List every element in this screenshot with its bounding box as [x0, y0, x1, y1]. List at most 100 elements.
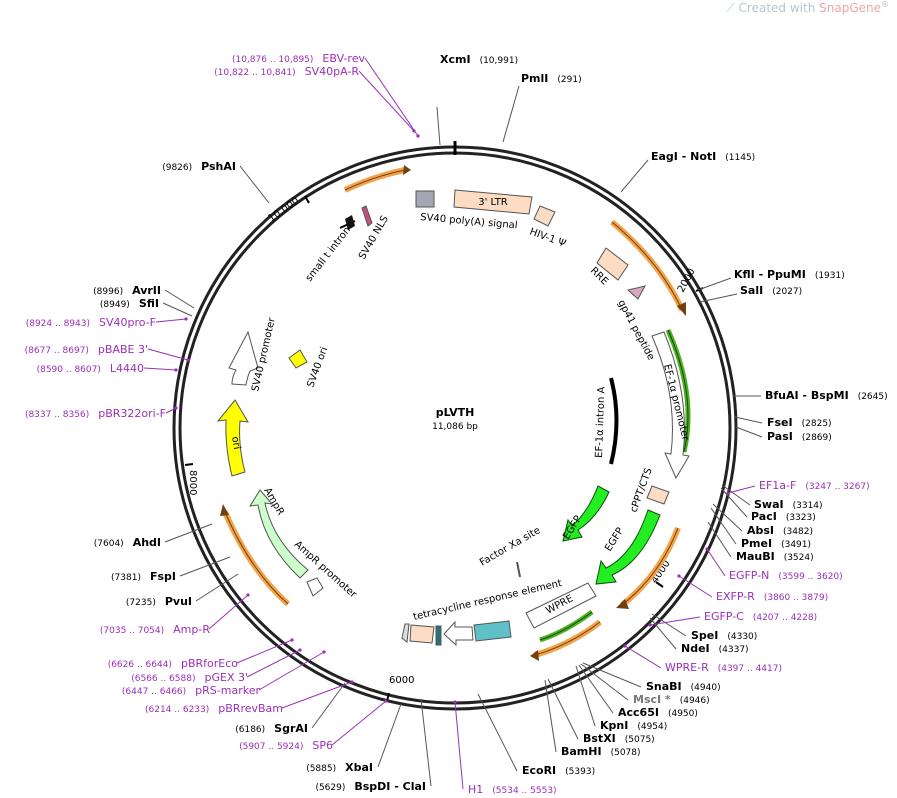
- site-leader-line: [179, 556, 231, 577]
- site-name: SwaI: [754, 498, 784, 511]
- site-label[interactable]: (7235)PvuI: [126, 595, 192, 608]
- site-label[interactable]: (8996)AvrII: [93, 284, 161, 297]
- site-label[interactable]: PmeI(3491): [741, 537, 811, 550]
- primer-leader-line: [208, 594, 249, 630]
- site-label[interactable]: BamHI(5078): [561, 745, 641, 758]
- primer-leader-line: [727, 485, 756, 494]
- site-name: EcoRI: [522, 764, 556, 777]
- site-label[interactable]: SalI(2027): [740, 284, 802, 297]
- primer-range: (6626 .. 6644): [108, 660, 172, 670]
- site-label[interactable]: Acc65I(4950): [618, 706, 698, 719]
- site-name: SfiI: [139, 297, 159, 310]
- primer-name: Amp-R: [173, 623, 210, 636]
- site-label[interactable]: MscI *(4946): [633, 693, 710, 706]
- site-label[interactable]: SnaBI(4940): [646, 680, 721, 693]
- primer-name: pBR322ori-F: [98, 407, 166, 420]
- green-arrow-right-line: [667, 329, 689, 453]
- site-label[interactable]: XcmI(10,991): [440, 53, 518, 66]
- primer-label[interactable]: (7035 .. 7054) Amp-R: [100, 623, 210, 636]
- tick-label-8000: 8000: [187, 470, 198, 495]
- site-label[interactable]: SpeI(4330): [691, 629, 757, 642]
- site-leader-line: [195, 573, 239, 602]
- primer-label[interactable]: (8590 .. 8607)L4440: [37, 362, 144, 375]
- site-label[interactable]: (9826)PshAI: [162, 160, 236, 173]
- site-label[interactable]: PacI(3323): [751, 510, 816, 523]
- site-leader-line: [547, 678, 579, 740]
- site-label[interactable]: BfuAI - BspMI(2645): [765, 389, 888, 402]
- primer-binding-mark: [298, 648, 302, 652]
- site-position: (7235): [126, 598, 156, 608]
- primer-range: (7035 .. 7054): [100, 626, 164, 636]
- primer-label[interactable]: (8337 .. 8356)pBR322ori-F: [25, 407, 166, 420]
- site-label[interactable]: NdeI(4337): [681, 642, 749, 655]
- primer-label[interactable]: (6447 .. 6466)pRS-marker: [122, 684, 261, 697]
- site-label[interactable]: EagI - NotI(1145): [651, 150, 755, 163]
- orange-arrow-right-head: [677, 302, 686, 316]
- primer-binding-mark: [174, 406, 178, 410]
- site-position: (5629): [315, 783, 345, 793]
- plasmid-name: pLVTH: [436, 406, 475, 419]
- site-name: SgrAI: [274, 722, 308, 735]
- primer-label[interactable]: (6214 .. 6233)pBRrevBam: [145, 702, 283, 715]
- primer-label[interactable]: EGFP-C(4207 .. 4228): [704, 610, 817, 623]
- primer-label[interactable]: WPRE-R(4397 .. 4417): [665, 661, 782, 674]
- site-label[interactable]: BstXI(5075): [583, 732, 655, 745]
- feature-cppt-cts: [646, 485, 670, 505]
- primer-leader-line: [454, 701, 464, 790]
- site-position: (8996): [93, 287, 123, 297]
- primer-binding-mark: [350, 680, 354, 684]
- site-label[interactable]: (7604)AhdI: [94, 536, 161, 549]
- snapgene-logo-icon: ⟋: [726, 1, 735, 15]
- site-leader-line: [311, 682, 346, 729]
- orange-arrow-top-head: [403, 165, 411, 175]
- primer-label[interactable]: EGFP-N(3599 .. 3620): [729, 569, 843, 582]
- primer-label[interactable]: (5907 .. 5924)SP6: [239, 739, 333, 752]
- primer-leader-line: [281, 681, 353, 709]
- site-label[interactable]: PmlI(291): [521, 72, 582, 85]
- site-line-group: [162, 85, 763, 787]
- primer-label[interactable]: (10,822 .. 10,841)SV40pA-R: [214, 65, 359, 78]
- site-label[interactable]: (5629)BspDI - ClaI: [315, 780, 426, 793]
- site-name: SnaBI: [646, 680, 682, 693]
- primer-label[interactable]: (10,876 .. 10,895)EBV-rev: [232, 52, 366, 65]
- site-label[interactable]: MauBI(3524): [736, 550, 814, 563]
- feature-wpre: [525, 582, 597, 629]
- tick-6000: [386, 692, 390, 702]
- site-name: Acc65I: [618, 706, 659, 719]
- primer-label[interactable]: EF1a-F(3247 .. 3267): [759, 479, 870, 492]
- site-label[interactable]: KflI - PpuMI(1931): [734, 268, 845, 281]
- site-label[interactable]: EcoRI(5393): [522, 764, 595, 777]
- primer-label[interactable]: EXFP-R(3860 .. 3879): [716, 590, 828, 603]
- site-label[interactable]: (7381)FspI: [111, 570, 176, 583]
- primer-binding-mark: [648, 623, 652, 627]
- site-name: NdeI: [681, 642, 710, 655]
- primer-label[interactable]: (6626 .. 6644)pBRforEco: [108, 657, 239, 670]
- site-label[interactable]: (6186) SgrAI: [235, 722, 308, 735]
- site-label[interactable]: FseI(2825): [767, 416, 832, 429]
- feature-sv40-polya: [415, 190, 435, 208]
- site-label[interactable]: KpnI(4954): [600, 719, 667, 732]
- primer-label[interactable]: H1(5534 .. 5553): [468, 783, 557, 796]
- feature-tre-dark: [435, 625, 442, 646]
- primer-range: (6566 .. 6588): [131, 674, 195, 684]
- primer-leader-line: [624, 645, 662, 669]
- site-label[interactable]: (8949)SfiI: [100, 297, 159, 310]
- site-label[interactable]: (5885)XbaI: [306, 761, 373, 774]
- site-position: (7604): [94, 539, 124, 549]
- small-t-intron-mark: [345, 215, 355, 230]
- feature-ori: [216, 399, 249, 477]
- site-leader-line: [651, 613, 687, 637]
- primer-label[interactable]: (8924 .. 8943)SV40pro-F: [26, 316, 156, 329]
- primer-range: (5534 .. 5553): [492, 786, 556, 796]
- site-position: (6186): [235, 725, 265, 735]
- site-label[interactable]: SwaI(3314): [754, 498, 823, 511]
- orange-arrow-lower-right-line: [621, 527, 679, 606]
- site-label[interactable]: PasI(2869): [767, 430, 832, 443]
- primer-binding-mark: [384, 699, 388, 703]
- primer-range: (8677 .. 8697): [25, 346, 89, 356]
- site-position: (5885): [306, 764, 336, 774]
- site-label[interactable]: AbsI(3482): [747, 524, 813, 537]
- primer-label[interactable]: (8677 .. 8697)pBABE 3': [25, 343, 148, 356]
- primer-label[interactable]: (6566 .. 6588)pGEX 3': [131, 671, 248, 684]
